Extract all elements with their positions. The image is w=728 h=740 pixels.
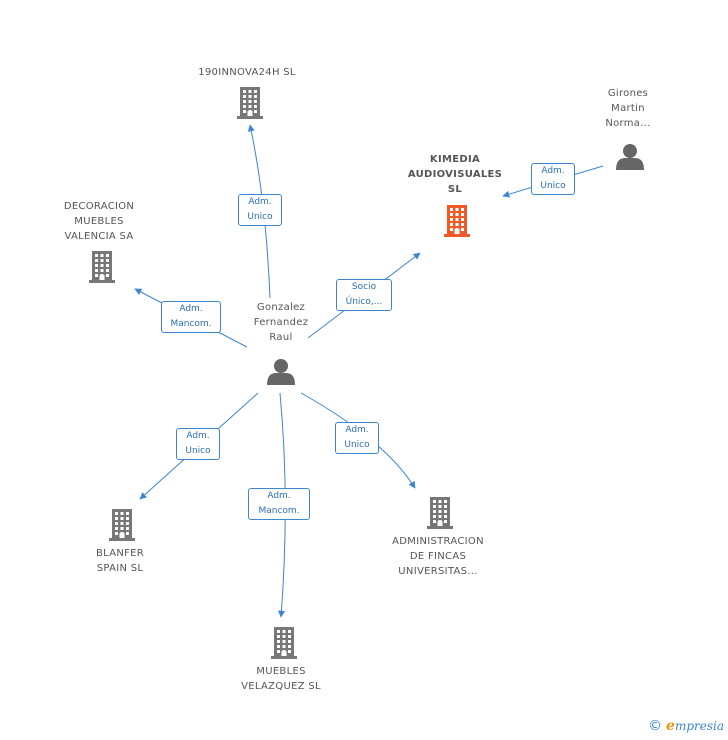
edge-label-line: Adm. <box>541 166 565 176</box>
label-line: VELAZQUEZ SL <box>241 681 321 692</box>
edge-label-line: Adm. <box>267 491 291 501</box>
person-icon-girones[interactable] <box>616 144 644 170</box>
label-line: AUDIOVISUALES <box>407 169 503 180</box>
edge-label-line: Adm. <box>186 431 210 441</box>
edge-label-line: Adm. <box>248 197 272 207</box>
edge-label-line: Adm. <box>345 425 369 435</box>
edge-label-line: Unico <box>247 212 273 222</box>
edge-label-line: Único,... <box>345 297 383 307</box>
label-line: DECORACION <box>63 201 135 212</box>
label-line: VALENCIA SA <box>64 231 134 242</box>
label-line: DE FINCAS <box>409 551 467 562</box>
label-line: SL <box>447 184 463 195</box>
node-label-fincas[interactable]: ADMINISTRACION DE FINCAS UNIVERSITAS... <box>392 534 484 579</box>
label-line: UNIVERSITAS... <box>398 566 478 577</box>
edge-label-blanfer[interactable]: Adm. Unico <box>176 428 220 460</box>
person-icon-center[interactable] <box>267 359 295 385</box>
label-line: 190INNOVA24H SL <box>198 67 296 78</box>
building-icon-blanfer[interactable] <box>109 509 135 541</box>
edge-label-kimedia[interactable]: Socio Único,... <box>336 279 392 311</box>
label-line: SPAIN SL <box>96 563 144 574</box>
edge-label-line: Mancom. <box>170 319 212 329</box>
edge-label-girones[interactable]: Adm. Unico <box>531 163 575 195</box>
label-line: MUEBLES <box>74 216 124 227</box>
label-line: Martin <box>611 103 645 114</box>
node-label-blanfer[interactable]: BLANFER SPAIN SL <box>96 546 144 576</box>
copyright-icon: © <box>648 718 663 734</box>
icons-layer <box>89 87 644 659</box>
label-line: Gonzalez <box>256 302 306 313</box>
node-label-center[interactable]: Gonzalez Fernandez Raul <box>254 300 309 345</box>
edge-label-line: Mancom. <box>258 506 300 516</box>
node-label-decoracion[interactable]: DECORACION MUEBLES VALENCIA SA <box>64 199 134 244</box>
building-icon-kimedia[interactable] <box>444 205 470 237</box>
node-label-velazquez[interactable]: MUEBLES VELAZQUEZ SL <box>241 664 321 694</box>
edge-label-line: Socio <box>351 282 377 292</box>
node-label-innova[interactable]: 190INNOVA24H SL <box>198 65 296 80</box>
label-line: MUEBLES <box>256 666 306 677</box>
label-line: Fernandez <box>253 317 309 328</box>
edge-label-line: Unico <box>185 446 211 456</box>
label-line: Girones <box>607 88 649 99</box>
label-line: Raul <box>269 332 293 343</box>
label-line: KIMEDIA <box>429 154 481 165</box>
node-label-kimedia[interactable]: KIMEDIA AUDIOVISUALES SL <box>408 152 502 197</box>
edge-label-velazquez[interactable]: Adm. Mancom. <box>248 488 310 520</box>
edge-label-line: Adm. <box>179 304 203 314</box>
building-icon-decoracion[interactable] <box>89 251 115 283</box>
label-line: BLANFER <box>95 548 145 559</box>
edge-label-line: Unico <box>344 440 370 450</box>
footer-brand[interactable]: © empresia <box>648 718 724 734</box>
brand-logo: empresia <box>666 718 724 734</box>
edge-label-fincas[interactable]: Adm. Unico <box>335 422 379 454</box>
node-label-girones[interactable]: Girones Martin Norma... <box>605 86 650 131</box>
label-line: ADMINISTRACION <box>392 536 484 547</box>
building-icon-fincas[interactable] <box>427 497 453 529</box>
edges-layer <box>134 124 604 618</box>
building-icon-velazquez[interactable] <box>271 627 297 659</box>
edge-label-innova[interactable]: Adm. Unico <box>238 194 282 226</box>
edge-label-line: Unico <box>540 181 566 191</box>
edge-label-decoracion[interactable]: Adm. Mancom. <box>161 301 221 333</box>
building-icon-innova[interactable] <box>237 87 263 119</box>
label-line: Norma... <box>605 118 651 129</box>
